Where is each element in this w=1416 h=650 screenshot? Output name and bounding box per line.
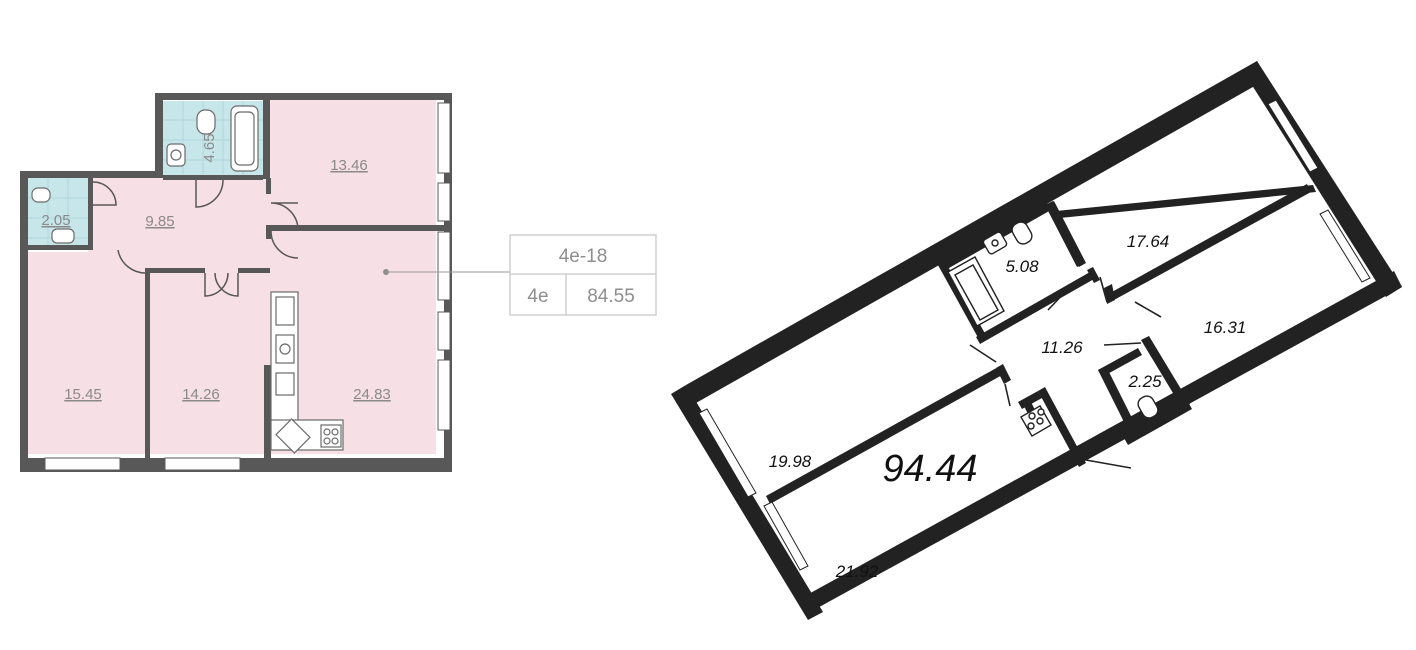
room-area-24-83: 24.83 (353, 386, 391, 403)
room-area-21-92: 21.92 (835, 562, 879, 581)
apartment-total-area: 84.55 (587, 286, 635, 307)
right-plan-doors (969, 276, 1162, 469)
room-area-19-98: 19.98 (769, 452, 812, 471)
room-area-5-08: 5.08 (1005, 257, 1039, 276)
apartment-total-area-right: 94.44 (882, 448, 977, 490)
floor-plan-left: 13.46 4.65 2.05 9.85 15.45 14.26 24.83 4… (20, 93, 657, 472)
room-area-16-31: 16.31 (1204, 318, 1247, 337)
bath-toilet-icon (1011, 221, 1033, 245)
right-plan-windows (698, 99, 1371, 571)
left-plan-doors (92, 179, 299, 297)
room-area-13-46: 13.46 (330, 157, 368, 174)
room-14-26-fill[interactable] (150, 270, 270, 454)
room-15-45-fill[interactable] (28, 252, 146, 454)
hob-icon (320, 424, 342, 448)
wc-toilet-icon (31, 187, 51, 203)
wc-toilet-icon (1137, 395, 1159, 419)
right-plan-floor (696, 72, 1392, 608)
washer-icon (275, 418, 311, 454)
wc-sink-icon (51, 228, 75, 244)
left-plan-fixtures (31, 105, 344, 454)
apartment-info-card[interactable]: 4е-18 4е 84.55 (509, 234, 657, 316)
right-plan-fixtures (947, 221, 1159, 437)
left-plan-windows (44, 102, 451, 471)
room-area-4-65: 4.65 (201, 133, 218, 162)
room-13-46-fill[interactable] (270, 98, 436, 228)
room-area-11-26: 11.26 (1041, 338, 1083, 357)
room-area-9-85: 9.85 (145, 213, 174, 230)
apartment-code: 4е-18 (559, 246, 608, 267)
room-area-2-05: 2.05 (41, 212, 70, 229)
room-area-14-26: 14.26 (182, 386, 220, 403)
room-area-2-25: 2.25 (1127, 372, 1162, 391)
oven-icon (275, 372, 295, 396)
apartment-type: 4е (527, 286, 548, 307)
room-area-15-45: 15.45 (64, 386, 102, 403)
toilet-icon (196, 109, 216, 135)
room-area-17-64: 17.64 (1127, 232, 1170, 251)
floor-plan-right: 5.08 17.64 16.31 11.26 2.25 19.98 21.92 … (671, 61, 1402, 620)
stove-icon (275, 296, 295, 326)
